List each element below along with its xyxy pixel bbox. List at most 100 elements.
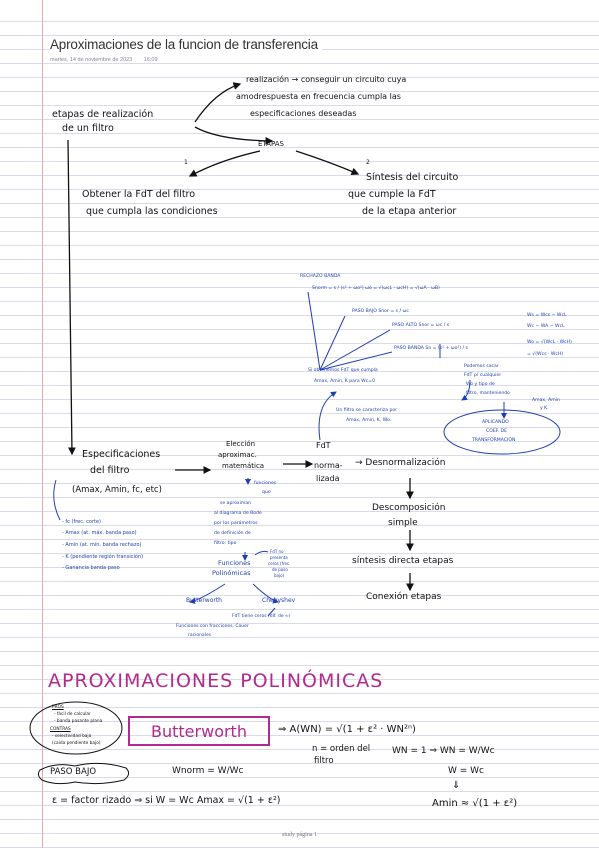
- note-rechazo-banda: RECHAZO BANDA: [300, 274, 341, 279]
- note-fdt-3: lizada: [316, 474, 340, 483]
- spec-ganancia: - Ganancia banda paso: [62, 565, 120, 571]
- note-butterworth-small: Butterworth: [186, 597, 222, 604]
- eq-bw-2: Wc − WA − WcL: [527, 324, 565, 329]
- note-desnormalizacion: → Desnormalización: [355, 458, 446, 468]
- note-contras: CONTRAS: [50, 727, 71, 732]
- note-aprox-4: de definición de: [214, 531, 251, 536]
- eq-paso-alto: PASO ALTO Snor = ωc / s: [392, 323, 450, 328]
- note-fdt-no-1: FdT no: [270, 549, 284, 554]
- eq-bw-1: Ws = Wcs − WcL: [527, 313, 567, 318]
- note-contras-1: - selectividad baja: [52, 734, 92, 739]
- note-num-2: 2: [366, 159, 370, 166]
- eq-wn: WN = 1 ⇒ WN = W/Wc: [392, 746, 495, 756]
- note-contras-2: (caída pendiente bajo): [52, 741, 101, 746]
- note-podemos-2: FdT p/ cualquier: [464, 373, 502, 378]
- eq-wo-1: Wo = √(WcL · WcH): [527, 340, 572, 345]
- note-sintesis-2: que cumple la FdT: [348, 189, 436, 200]
- note-funciones-fracciones-1: Funciones con fracciones. Cauer: [176, 624, 249, 629]
- note-aplicando-3: TRANSFORMACIÓN: [472, 438, 516, 443]
- page-title: Aproximaciones de la funcion de transfer…: [50, 37, 322, 52]
- note-obtener-1: Obtener la FdT del filtro: [82, 189, 196, 200]
- eq-w-wc: W = Wc: [448, 766, 485, 776]
- note-de-un-filtro: de un filtro: [62, 123, 114, 134]
- note-sintesis-directa: síntesis directa etapas: [352, 556, 454, 566]
- note-sintesis-3: de la etapa anterior: [362, 206, 457, 217]
- note-caracteriza-2: Amax, Amin, K, Wo.: [346, 418, 392, 423]
- note-funciones-1: funciones: [254, 481, 277, 486]
- note-especificaciones-1: Especificaciones: [82, 449, 161, 460]
- note-funciones-pol-2: Polinómicas: [212, 569, 251, 577]
- note-funciones-fracciones-2: racionales: [188, 633, 212, 638]
- eq-paso-bajo: PASO BAJO Snor = s / ωc: [352, 309, 409, 314]
- note-realizacion-3: especificaciones deseadas: [250, 109, 357, 118]
- note-paso-bajo-bubble: PASO BAJO: [50, 767, 97, 777]
- note-pros-1: - fácil de calcular: [54, 712, 91, 717]
- note-podemos-5: Amax, Amin: [532, 398, 560, 403]
- note-etapas: ETAPAS: [258, 140, 284, 148]
- eq-snorm-rb: Snorm = s / (s² + ωo²) ωo = √(ωcL · ωcH)…: [312, 286, 440, 291]
- eq-epsilon: ε = factor rizado ⇒ si W = Wc Amax = √(1…: [52, 795, 281, 806]
- butterworth-box: Butterworth: [128, 716, 270, 746]
- eq-amin: Amin ≈ √(1 + ε²): [432, 798, 518, 809]
- note-aplicando-1: APLICANDO: [482, 420, 509, 425]
- note-fdt-tiene-ceros: FdT tiene ceros (dif. de ∞): [232, 614, 291, 619]
- spec-k: - K (pendiente región transición): [62, 554, 144, 560]
- note-podemos-3: Wo y tipo de: [466, 382, 495, 387]
- page-meta: martes, 14 de noviembre de 2023 16:09: [50, 57, 168, 63]
- note-obtener-2: que cumpla las condiciones: [86, 206, 218, 217]
- butterworth-label: Butterworth: [151, 721, 247, 741]
- note-num-1: 1: [184, 159, 188, 166]
- note-pros-2: - banda pasante plana: [54, 719, 103, 724]
- spec-amax: - Amax (at. máx. banda paso): [62, 530, 137, 536]
- page-date: martes, 14 de noviembre de 2023: [50, 57, 133, 63]
- eq-paso-banda: PASO BANDA Sn = (s² + ωo²) / s: [394, 346, 468, 351]
- note-aprox-5: filtro: tipo: [214, 541, 237, 546]
- section-heading: APROXIMACIONES POLINÓMICAS: [48, 670, 384, 692]
- note-fdt-no-5: bajo): [274, 573, 285, 578]
- note-n-orden-2: filtro: [314, 756, 334, 766]
- note-fdt-1: FdT: [316, 441, 331, 450]
- note-podemos-4: filtro, manteniendo: [466, 391, 510, 396]
- spec-amin: - Amin (at. mín. banda rechazo): [62, 542, 142, 548]
- note-realizacion-2: amodrespuesta en frecuencia cumpla las: [236, 92, 401, 101]
- note-caracteriza-1: Un filtro se caracteriza por: [336, 408, 398, 413]
- note-podemos-1: Podemos sacar: [464, 364, 499, 369]
- note-fdt-2: norma-: [314, 461, 343, 470]
- note-realizacion-1: realización → conseguir un circuito cuya: [246, 75, 407, 84]
- margin-line: [42, 0, 43, 848]
- note-conexion: Conexión etapas: [366, 592, 442, 602]
- note-chebyshev: Chebyshev: [262, 597, 296, 604]
- page-footer: study página 1: [282, 832, 317, 838]
- spec-fc: - fc (frec. corte): [62, 519, 102, 525]
- note-eleccion-3: matemática: [222, 462, 265, 470]
- note-podemos-6: y K.: [540, 406, 549, 411]
- note-especificaciones-2: del filtro: [90, 465, 130, 476]
- note-n-orden-1: n = orden del: [312, 744, 371, 754]
- eq-wo-2: = √(Wcs · WcH): [527, 352, 564, 357]
- page-time: 16:09: [143, 57, 158, 63]
- note-funciones-pol-1: Funciones: [218, 559, 251, 567]
- eq-a-wn: ⇒ A(WN) = √(1 + ε² · WN²ⁿ): [278, 724, 416, 735]
- note-fdt-no-4: de paso: [272, 567, 288, 572]
- note-amax-amin: Amax, Amin, K para Wc=0: [314, 379, 376, 384]
- down-arrow: ⇓: [452, 780, 461, 791]
- note-etapas-realizacion: etapas de realización: [52, 109, 154, 120]
- note-descomposicion-1: Descomposición: [372, 503, 446, 513]
- note-eleccion-2: aproximac.: [218, 451, 257, 459]
- note-pros: PROS: [52, 705, 64, 710]
- note-aprox-1: se aproximan: [220, 501, 252, 506]
- note-fdt-no-3: ceros (frec.: [268, 561, 291, 566]
- note-si-obtenemos: Si obtenemos FdT que cumpla: [308, 368, 378, 373]
- note-descomposicion-2: simple: [388, 518, 418, 528]
- eq-wnorm: Wnorm = W/Wc: [172, 766, 244, 776]
- note-eleccion-1: Elección: [226, 440, 256, 448]
- note-funciones-2: que: [262, 490, 271, 495]
- note-sintesis-1: Síntesis del circuito: [366, 172, 459, 183]
- note-aprox-3: por los parámetros: [214, 521, 258, 526]
- note-aplicando-2: COEF. DE: [486, 429, 507, 434]
- note-fdt-no-2: presenta: [270, 555, 288, 560]
- note-especificaciones-3: (Amax, Amin, fc, etc): [72, 485, 162, 495]
- note-aprox-2: al diagrama de Bode: [214, 511, 262, 516]
